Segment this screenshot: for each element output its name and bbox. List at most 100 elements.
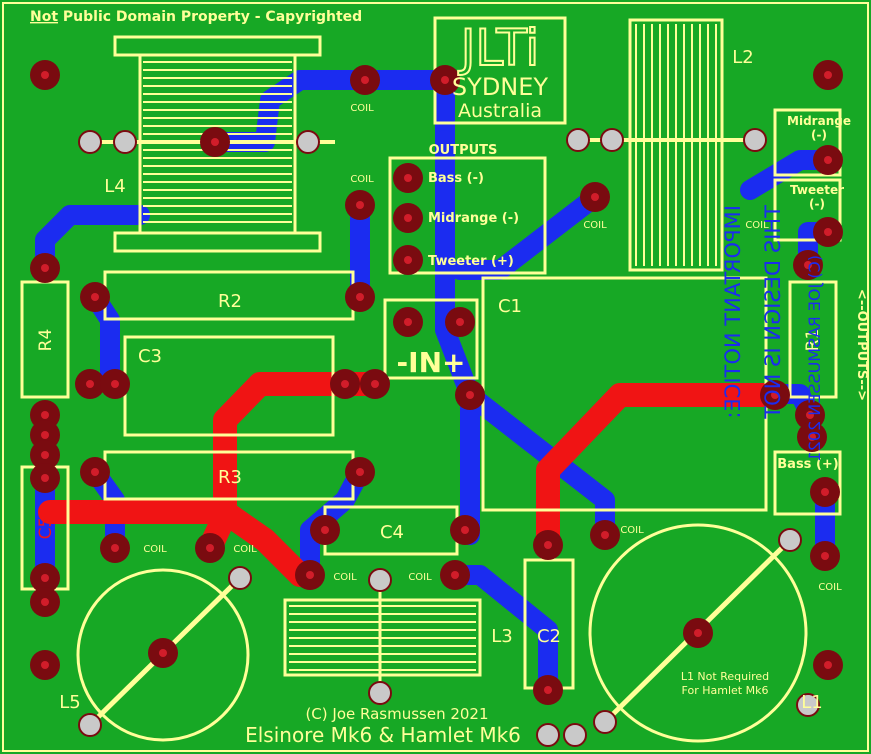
mirrored-notice-2: THIS DESIGN IS NOT (761, 204, 785, 419)
pad-hole (821, 552, 829, 560)
l1-outline (588, 523, 808, 743)
label-midrange-box-sign: (-) (811, 128, 827, 142)
lead-pad (296, 130, 320, 154)
lead-pad (228, 566, 252, 590)
label-c2: C2 (537, 626, 561, 647)
lead-pad (563, 723, 587, 747)
l3-outline (283, 598, 482, 677)
l3-windings (289, 605, 476, 671)
logo-country: Australia (458, 100, 542, 122)
coil-label-r3-left: COIL (143, 544, 167, 555)
pads (30, 60, 843, 747)
pad-hole (41, 411, 49, 419)
coil-label-right: COIL (583, 220, 607, 231)
outputs-heading: OUTPUTS (429, 143, 498, 158)
pad-hole (451, 571, 459, 579)
red-traces (38, 372, 787, 587)
coil-label-outputs: COIL (350, 174, 374, 185)
label-r4: R4 (36, 329, 56, 352)
notice-prefix: Not (30, 9, 58, 25)
pad-hole (824, 156, 832, 164)
pad-hole (824, 228, 832, 236)
pad-hole (544, 541, 552, 549)
trace-c3-r3 (213, 372, 387, 527)
pad-hole (356, 468, 364, 476)
l2-outline (628, 18, 724, 272)
outputs-box (388, 156, 547, 275)
logo-main: JLTi (458, 19, 540, 77)
coil-label-top: COIL (350, 103, 374, 114)
pad-hole (41, 71, 49, 79)
pad-hole (356, 293, 364, 301)
l1-note-line2: For Hamlet Mk6 (682, 684, 769, 697)
trace-c1-r1 (536, 383, 787, 557)
coil-label-bass: COIL (818, 582, 842, 593)
label-l5: L5 (59, 692, 80, 713)
pad-hole (821, 488, 829, 496)
pad-hole (824, 71, 832, 79)
label-c4: C4 (380, 522, 404, 543)
pad-hole (544, 686, 552, 694)
lead-pad (566, 128, 590, 152)
pad-hole (41, 431, 49, 439)
pad-hole (591, 193, 599, 201)
pad-hole (321, 526, 329, 534)
r1-outline (788, 280, 838, 399)
pad-hole (456, 318, 464, 326)
pad-hole (404, 174, 412, 182)
pad-hole (404, 256, 412, 264)
lead-pad (778, 528, 802, 552)
footer-title: Elsinore Mk6 & Hamlet Mk6 (245, 723, 521, 747)
coil-label-c1: COIL (620, 525, 644, 536)
label-c5: C5 (36, 517, 56, 540)
coil-label-c4-right: COIL (408, 572, 432, 583)
notice-rest: Public Domain Property - Capyrighted (58, 9, 362, 25)
lead-pad (78, 130, 102, 154)
label-bass-pos: Bass (+) (777, 457, 838, 472)
pad-hole (41, 264, 49, 272)
mirrored-notice-3: (C) JOE RASMUSSEN 2021 (805, 255, 824, 462)
pad-hole (404, 318, 412, 326)
pad-hole (404, 214, 412, 222)
label-r3: R3 (218, 467, 242, 488)
label-l4: L4 (104, 176, 125, 197)
coil-windings (143, 24, 717, 671)
lead-pad (796, 693, 820, 717)
label-midrange-neg: Midrange (-) (428, 211, 519, 226)
label-tweeter-pos: Tweeter (+) (428, 254, 514, 269)
midrange-output-box (773, 108, 842, 177)
silkscreen-text: Not Public Domain Property - Capyrighted… (30, 9, 869, 747)
coil-label-tweeter: COIL (745, 220, 769, 231)
pad-hole (601, 531, 609, 539)
pad-hole (91, 468, 99, 476)
pad-hole (808, 433, 816, 441)
copyright-line: (C) Joe Rasmussen 2021 (305, 705, 488, 723)
pad-hole (41, 661, 49, 669)
pad-hole (211, 138, 219, 146)
pad-hole (111, 544, 119, 552)
pad-hole (771, 391, 779, 399)
pad-hole (111, 380, 119, 388)
label-c1: C1 (498, 296, 522, 317)
logo-city: SYDNEY (452, 73, 548, 101)
pad-hole (86, 380, 94, 388)
coil-label-r3-right: COIL (233, 544, 257, 555)
label-input: -IN+ (397, 346, 466, 379)
l5-outline (76, 568, 250, 742)
label-c3: C3 (138, 346, 162, 367)
label-tweeter-box: Tweeter (790, 183, 844, 197)
label-r2: R2 (218, 291, 242, 312)
pad-hole (91, 293, 99, 301)
pad-hole (371, 380, 379, 388)
pad-hole (441, 76, 449, 84)
lead-pad (536, 723, 560, 747)
label-l1: L1 (801, 692, 822, 713)
copyright-notice: Not Public Domain Property - Capyrighted (30, 9, 362, 25)
label-l2: L2 (732, 47, 753, 68)
bass-output-box (773, 450, 842, 516)
tweeter-output-box (773, 178, 842, 242)
pad-hole (341, 380, 349, 388)
coil-label-c4-left: COIL (333, 572, 357, 583)
